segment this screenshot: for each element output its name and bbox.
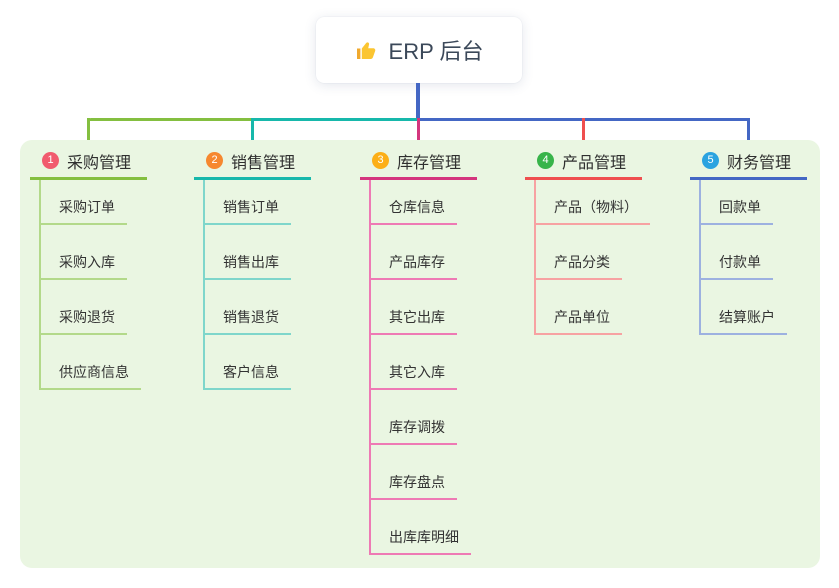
branches-panel: [20, 140, 820, 568]
node-settlement-account[interactable]: 结算账户: [701, 307, 787, 335]
list-item: 库存调拨: [371, 390, 471, 445]
branch-inventory: 3 库存管理 仓库信息 产品库存 其它出库 其它入库 库存调拨 库存盘点 出库库…: [360, 140, 520, 555]
node-product-unit[interactable]: 产品单位: [536, 307, 622, 335]
node-other-outbound[interactable]: 其它出库: [371, 307, 457, 335]
list-item: 供应商信息: [41, 335, 141, 390]
node-purchase-inbound[interactable]: 采购入库: [41, 252, 127, 280]
node-sales-outbound[interactable]: 销售出库: [205, 252, 291, 280]
list-item: 采购退货: [41, 280, 141, 335]
list-item: 回款单: [701, 180, 787, 225]
branch-title-sales[interactable]: 2 销售管理: [194, 140, 311, 180]
branch-title-inventory[interactable]: 3 库存管理: [360, 140, 477, 180]
list-item: 销售订单: [205, 180, 291, 225]
node-payment-bill[interactable]: 付款单: [701, 252, 773, 280]
list-item: 销售退货: [205, 280, 291, 335]
list-item: 出库库明细: [371, 500, 471, 555]
list-item: 采购订单: [41, 180, 141, 225]
branch-title-label: 销售管理: [231, 154, 296, 172]
branch-title-label: 采购管理: [67, 154, 132, 172]
list-item: 产品分类: [536, 225, 650, 280]
branch-sales: 2 销售管理 销售订单 销售出库 销售退货 客户信息: [194, 140, 354, 390]
node-customer-info[interactable]: 客户信息: [205, 362, 291, 390]
connector-drop-product: [582, 118, 585, 146]
list-item: 仓库信息: [371, 180, 471, 225]
node-product-material[interactable]: 产品（物料）: [536, 197, 650, 225]
badge-5: 5: [702, 152, 719, 169]
badge-2: 2: [206, 152, 223, 169]
node-warehouse-info[interactable]: 仓库信息: [371, 197, 457, 225]
branch-title-purchase[interactable]: 1 采购管理: [30, 140, 147, 180]
list-item: 销售出库: [205, 225, 291, 280]
badge-3: 3: [372, 152, 389, 169]
node-purchase-return[interactable]: 采购退货: [41, 307, 127, 335]
node-sales-return[interactable]: 销售退货: [205, 307, 291, 335]
node-stock-transfer[interactable]: 库存调拨: [371, 417, 457, 445]
list-item: 付款单: [701, 225, 787, 280]
branch-children-inventory: 仓库信息 产品库存 其它出库 其它入库 库存调拨 库存盘点 出库库明细: [369, 180, 471, 555]
connector-root-vertical: [416, 83, 420, 120]
branch-children-product: 产品（物料） 产品分类 产品单位: [534, 180, 650, 335]
list-item: 库存盘点: [371, 445, 471, 500]
list-item: 客户信息: [205, 335, 291, 390]
list-item: 产品库存: [371, 225, 471, 280]
branch-title-product[interactable]: 4 产品管理: [525, 140, 642, 180]
connector-bus-green: [88, 118, 252, 121]
connector-drop-finance: [747, 118, 750, 146]
node-product-stock[interactable]: 产品库存: [371, 252, 457, 280]
root-node[interactable]: ERP 后台: [316, 17, 522, 83]
branch-title-label: 产品管理: [562, 154, 627, 172]
branch-children-purchase: 采购订单 采购入库 采购退货 供应商信息: [39, 180, 141, 390]
node-receipt-bill[interactable]: 回款单: [701, 197, 773, 225]
branch-children-sales: 销售订单 销售出库 销售退货 客户信息: [203, 180, 291, 390]
branch-title-finance[interactable]: 5 财务管理: [690, 140, 807, 180]
node-product-category[interactable]: 产品分类: [536, 252, 622, 280]
node-purchase-order[interactable]: 采购订单: [41, 197, 127, 225]
branch-title-label: 财务管理: [727, 154, 792, 172]
connector-drop-sales: [251, 118, 254, 146]
node-supplier-info[interactable]: 供应商信息: [41, 362, 141, 390]
list-item: 其它出库: [371, 280, 471, 335]
list-item: 结算账户: [701, 280, 787, 335]
branch-product: 4 产品管理 产品（物料） 产品分类 产品单位: [525, 140, 685, 335]
branch-title-label: 库存管理: [397, 154, 462, 172]
connector-drop-purchase: [87, 118, 90, 146]
node-sales-order[interactable]: 销售订单: [205, 197, 291, 225]
root-node-label: ERP 后台: [388, 39, 484, 64]
thumbs-up-icon: [355, 38, 379, 62]
list-item: 采购入库: [41, 225, 141, 280]
branch-purchase: 1 采购管理 采购订单 采购入库 采购退货 供应商信息: [30, 140, 190, 390]
node-outbound-detail[interactable]: 出库库明细: [371, 527, 471, 555]
node-stock-taking[interactable]: 库存盘点: [371, 472, 457, 500]
branch-finance: 5 财务管理 回款单 付款单 结算账户: [690, 140, 839, 335]
badge-4: 4: [537, 152, 554, 169]
branch-children-finance: 回款单 付款单 结算账户: [699, 180, 787, 335]
connector-bus-teal: [252, 118, 417, 121]
list-item: 产品（物料）: [536, 180, 650, 225]
connector-drop-inventory: [417, 118, 420, 146]
badge-1: 1: [42, 152, 59, 169]
node-other-inbound[interactable]: 其它入库: [371, 362, 457, 390]
list-item: 其它入库: [371, 335, 471, 390]
list-item: 产品单位: [536, 280, 650, 335]
